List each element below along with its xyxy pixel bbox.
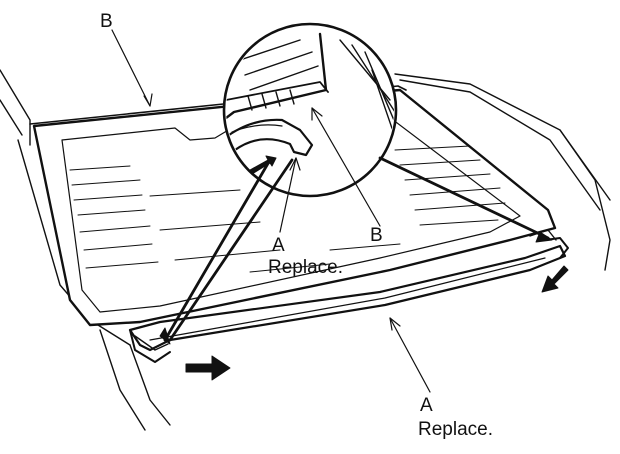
label-b-top: B (100, 11, 113, 32)
label-b-inset: B (370, 225, 383, 246)
glass-hatching (69, 145, 506, 273)
inset-leader-lines (163, 156, 550, 342)
label-a-bottom: A (420, 395, 433, 416)
label-a-inset-note: Replace. (268, 257, 343, 278)
windshield-glass (32, 88, 557, 327)
detail-inset (222, 22, 398, 198)
callout-pointers (111, 29, 431, 393)
lower-molding (128, 229, 569, 363)
label-a-inset: A (272, 235, 285, 256)
arrow-down-left-icon (541, 265, 569, 293)
label-a-bottom-note: Replace. (418, 419, 493, 440)
arrow-right-icon (185, 355, 231, 381)
